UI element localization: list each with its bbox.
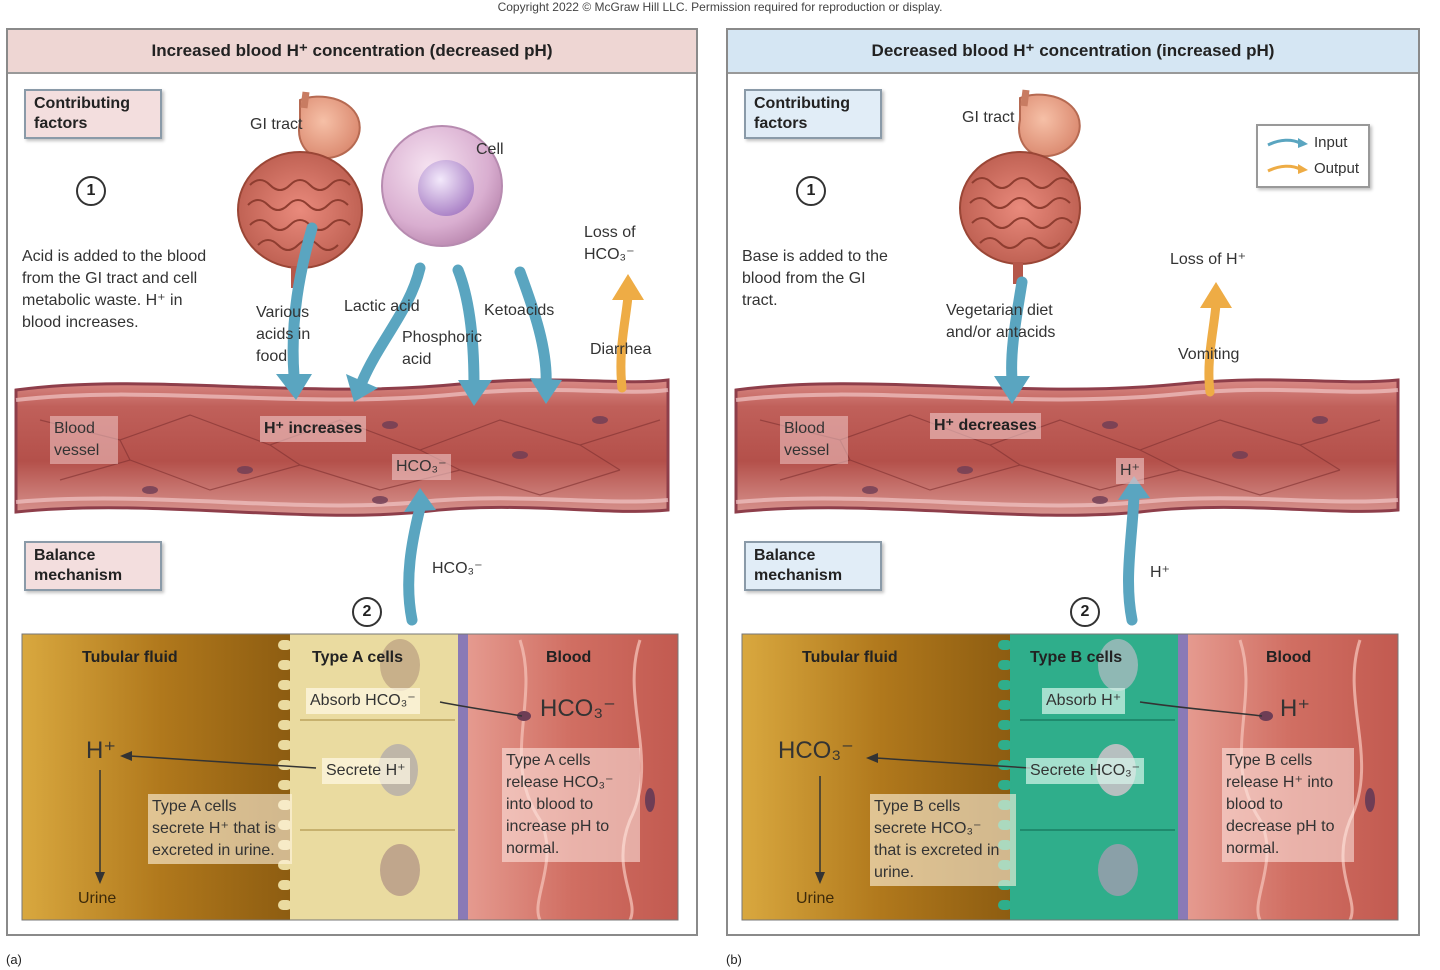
- copyright-notice: Copyright 2022 © McGraw Hill LLC. Permis…: [497, 0, 943, 14]
- panel-a-tubular-fluid-header: Tubular fluid: [82, 649, 178, 666]
- panel-a-h-increases-label: H⁺ increases: [260, 416, 367, 442]
- panel-a-urine-label: Urine: [78, 890, 117, 907]
- panel-a-blood-vessel-label: Blood vessel: [50, 416, 118, 464]
- panel-b-gi-tract-icon: [959, 89, 1081, 284]
- panel-b-input-arrowheads: [994, 376, 1150, 500]
- panel-b-urine-label: Urine: [796, 890, 835, 907]
- legend-input-label: Input: [1314, 134, 1348, 151]
- panel-a-ketoacids-label: Ketoacids: [484, 302, 555, 319]
- panel-b-h-arrow-label: H⁺: [1150, 564, 1170, 581]
- panel-b-absorbed-ion: H⁺: [1280, 695, 1310, 722]
- panel-b-letter: (b): [726, 952, 742, 967]
- legend-output: Output: [1266, 156, 1360, 182]
- panel-a-secrete-label: Secrete H⁺: [322, 758, 410, 784]
- panel-a-excretion-note: Type A cells secrete H⁺ that is excreted…: [148, 794, 292, 864]
- panel-a-cell-icon: [381, 125, 503, 247]
- output-arrow-icon: [1267, 164, 1308, 174]
- panel-a-step1-icon: 1: [76, 176, 106, 206]
- panel-b-absorb-label: Absorb H⁺: [1042, 688, 1126, 714]
- panel-a-hco3-vessel-label: HCO₃⁻: [392, 454, 451, 480]
- panel-a-secreted-ion: H⁺: [86, 737, 116, 764]
- panel-b-vomiting-label: Vomiting: [1178, 346, 1240, 363]
- panel-a-absorbed-ion: HCO₃⁻: [540, 695, 616, 722]
- panel-b-title: Decreased blood H⁺ concentration (increa…: [728, 30, 1418, 74]
- panel-a-title: Increased blood H⁺ concentration (decrea…: [8, 30, 696, 74]
- legend-input: Input: [1266, 130, 1360, 156]
- panel-a-blood-vessel: [14, 378, 670, 517]
- panel-b-h-decreases-label: H⁺ decreases: [930, 413, 1041, 439]
- panel-b-output-arrow: [1200, 282, 1232, 397]
- panel-b-cells-header: Type B cells: [1030, 649, 1123, 666]
- panel-b-step2-icon: 2: [1070, 597, 1100, 627]
- panel-a-output-arrow: [612, 274, 644, 393]
- panel-b-step1-text: Base is added to the blood from the GI t…: [742, 248, 888, 309]
- input-arrow-icon: [1267, 138, 1308, 148]
- panel-a-lactic-acid-label: Lactic acid: [344, 298, 420, 315]
- panel-a-balance-tag: Balance mechanism: [24, 541, 162, 591]
- panel-b-tubular-fluid-header: Tubular fluid: [802, 649, 898, 666]
- panel-a-cell-arrowheads: [95, 751, 132, 884]
- panel-b-input-arrows: [1006, 276, 1140, 626]
- panel-a-hco3-arrow-label: HCO₃⁻: [432, 560, 483, 577]
- panel-b-h-vessel-label: H⁺: [1116, 458, 1144, 484]
- panel-b-excretion-note: Type B cells secrete HCO₃⁻ that is excre…: [870, 794, 1016, 886]
- panel-b-loss-label: Loss of H⁺: [1170, 251, 1247, 268]
- panel-a-step1-text: Acid is added to the blood from the GI t…: [22, 248, 207, 331]
- panel-a-loss-label: Loss of HCO₃⁻: [584, 224, 636, 263]
- panel-a-release-note: Type A cells release HCO₃⁻ into blood to…: [502, 748, 640, 862]
- panel-a-step2-icon: 2: [352, 597, 382, 627]
- panel-a-cell-arrows: [99, 701, 523, 876]
- panel-b-release-note: Type B cells release H⁺ into blood to de…: [1222, 748, 1354, 862]
- legend: Input Output: [1256, 124, 1370, 188]
- panel-a-blood-header: Blood: [546, 649, 592, 666]
- panel-a-diarrhea-label: Diarrhea: [590, 341, 652, 358]
- panel-b-diet-label: Vegetarian diet and/or antacids: [946, 302, 1056, 341]
- panel-b-contributing-tag: Contributing factors: [744, 89, 882, 139]
- panel-a-various-acids-label: Various acids in food: [256, 304, 311, 365]
- panel-a-cell-label: Cell: [476, 141, 504, 158]
- panel-b-gi-tract-label: GI tract: [962, 109, 1015, 126]
- panel-b-step1-icon: 1: [796, 176, 826, 206]
- panel-b-balance-tag: Balance mechanism: [744, 541, 882, 591]
- panel-a-input-arrowheads: [276, 374, 562, 512]
- panel-b-cell-arrowheads: [815, 753, 878, 884]
- panel-a-contributing-tag: Contributing factors: [24, 89, 162, 139]
- panel-b-cell-arrows: [819, 701, 1263, 876]
- panel-a-gi-tract-label: GI tract: [250, 116, 303, 133]
- panel-b-secrete-label: Secrete HCO₃⁻: [1026, 758, 1145, 784]
- panel-a-letter: (a): [6, 952, 22, 967]
- panel-b-blood-vessel-label: Blood vessel: [780, 416, 848, 464]
- panel-a-absorb-label: Absorb HCO₃⁻: [306, 688, 420, 714]
- panel-a-phosphoric-acid-label: Phosphoric acid: [402, 329, 483, 368]
- panel-b-blood-header: Blood: [1266, 649, 1312, 666]
- panel-b-secreted-ion: HCO₃⁻: [778, 737, 854, 764]
- legend-output-label: Output: [1314, 160, 1360, 177]
- panel-a-input-arrows: [287, 222, 552, 626]
- panel-a-cells-header: Type A cells: [312, 649, 403, 666]
